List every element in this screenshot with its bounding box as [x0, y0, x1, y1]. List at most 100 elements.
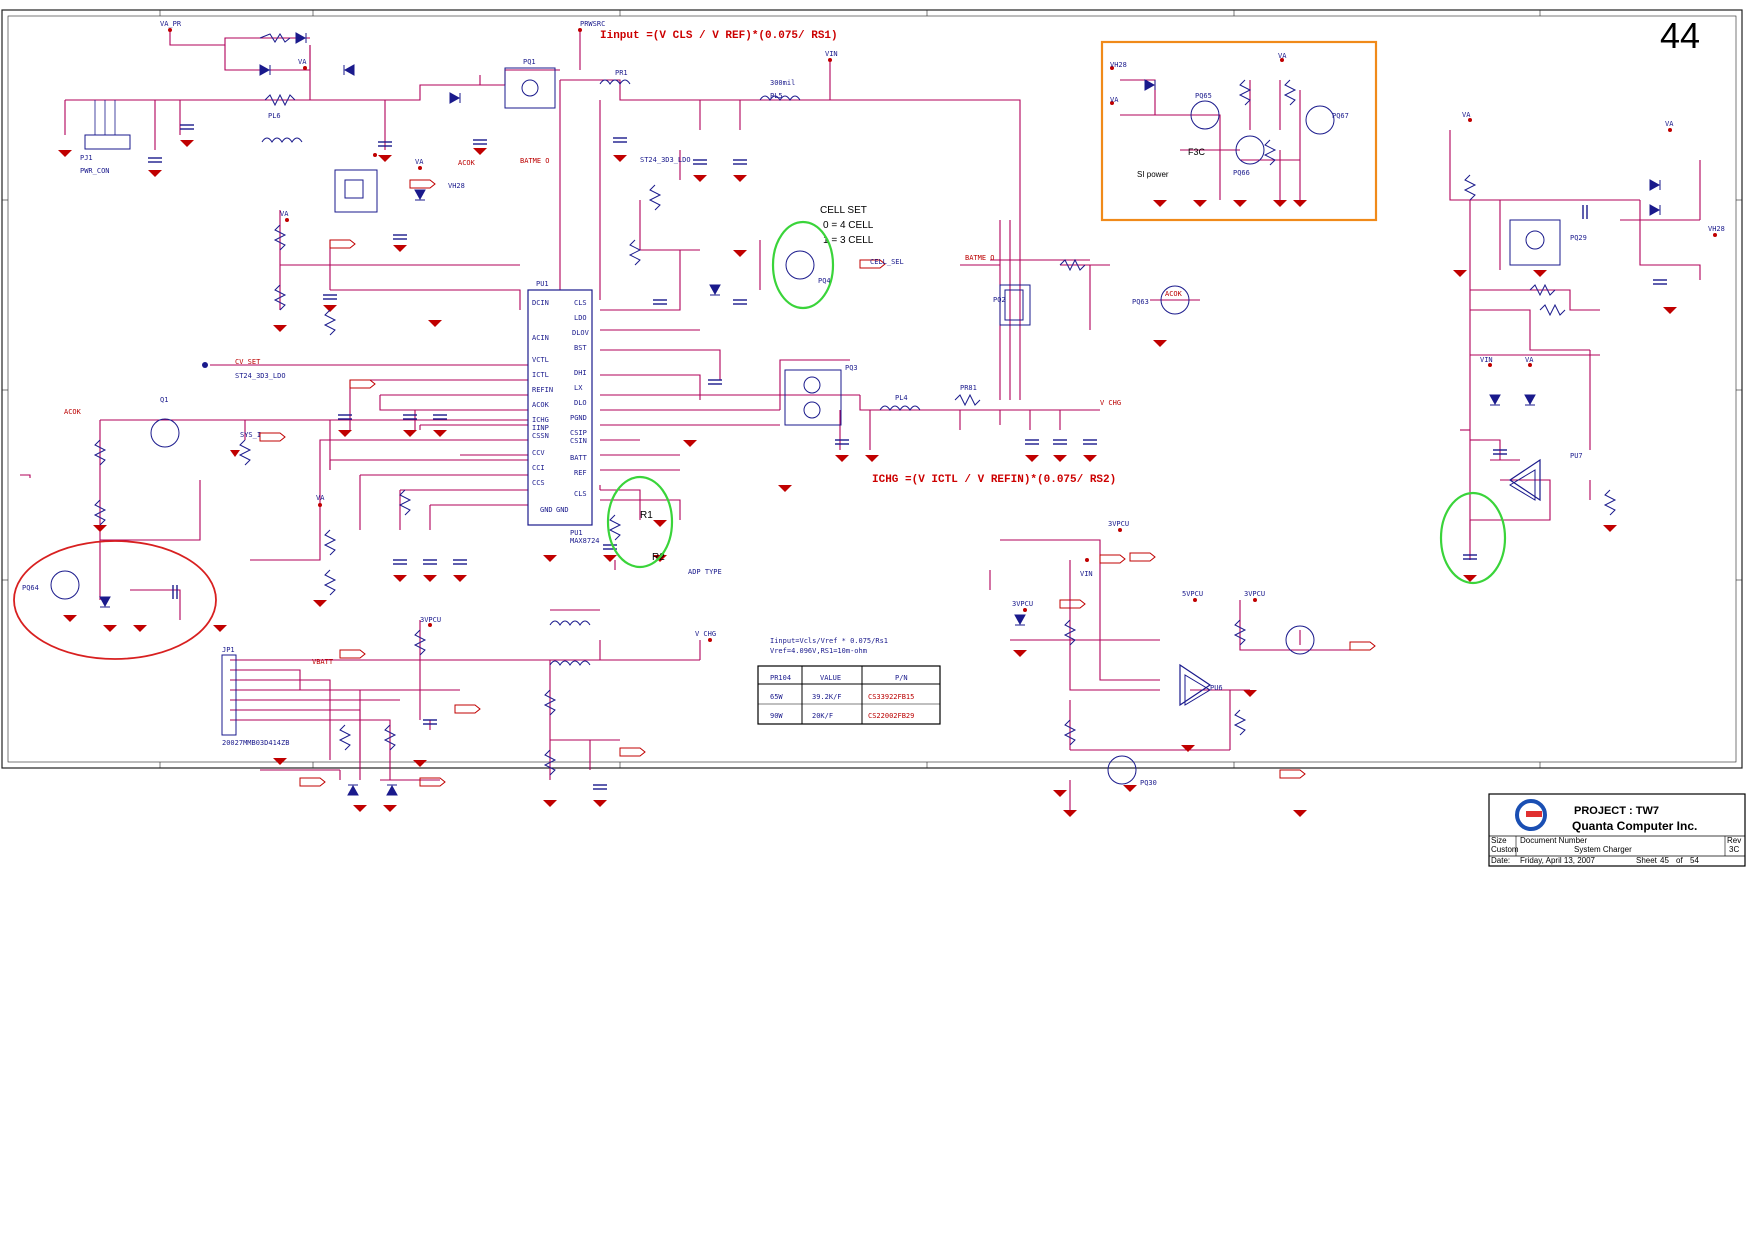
- rail-st24-3d3-left: ST24_3D3_LDO: [235, 372, 286, 380]
- bom-cell: 39.2K/F: [812, 693, 842, 701]
- svg-text:DLO: DLO: [574, 399, 587, 407]
- note-iinput-calc-2: Vref=4.096V,RS1=10m-ohm: [770, 647, 867, 655]
- pj1-ref: PJ1: [80, 154, 93, 162]
- net-batme-right: BATME O: [965, 254, 995, 262]
- svg-text:CSIN: CSIN: [570, 437, 587, 445]
- svg-text:ACOK: ACOK: [532, 401, 550, 409]
- net-cvset: CV SET: [235, 358, 261, 366]
- wires: [20, 30, 1701, 810]
- sheet-frame: [1, 9, 1743, 769]
- bom-cell: CS22002FB29: [868, 712, 914, 720]
- bom-table: PR104 VALUE P/N 65W 39.2K/F CS33922FB15 …: [757, 665, 941, 725]
- title-of-label: of: [1676, 856, 1683, 865]
- svg-text:LDO: LDO: [574, 314, 587, 322]
- rail-vh28-orange: VH28: [1110, 61, 1127, 69]
- title-date-value: Friday, April 13, 2007: [1520, 856, 1596, 865]
- svg-text:CSSN: CSSN: [532, 432, 549, 440]
- quanta-logo: [1515, 799, 1547, 831]
- rail-vbatt: VBATT: [312, 658, 334, 666]
- note-r1: R1: [640, 510, 653, 521]
- note-cell-set-0: 0 = 4 CELL: [823, 220, 874, 231]
- rail-va-orange-2: VA: [1278, 52, 1287, 60]
- ref-pl5: PL5: [770, 92, 783, 100]
- net-cell-sel: CELL_SEL: [870, 258, 904, 266]
- rail-vh28-mid: VH28: [448, 182, 465, 190]
- rail-va-orange: VA: [1110, 96, 1119, 104]
- ref-pq67: PQ67: [1332, 112, 1349, 120]
- highlight-orange-box: [1100, 40, 1378, 222]
- ref-pu6: PU6: [1210, 684, 1223, 692]
- formula-ichg: ICHG =(V ICTL / V REFIN)*(0.075/ RS2): [872, 474, 1116, 486]
- rail-3vpcu-mid: 3VPCU: [1108, 520, 1129, 528]
- rail-va-right-3: VA: [1525, 356, 1534, 364]
- title-of-value: 54: [1690, 856, 1699, 865]
- net-acok-right: ACOK: [1165, 290, 1183, 298]
- net-batme: BATME O: [520, 157, 550, 165]
- bom-header-2: P/N: [895, 674, 908, 682]
- svg-text:REFIN: REFIN: [532, 386, 553, 394]
- capacitors: [148, 124, 1667, 790]
- bom-cell: 90W: [770, 712, 783, 720]
- ref-pl6: PL6: [268, 112, 281, 120]
- ref-pl4: PL4: [895, 394, 908, 402]
- title-size-label: Size: [1491, 836, 1507, 845]
- rail-5vpcu: 5VPCU: [1182, 590, 1203, 598]
- title-sheet-value: 45: [1660, 856, 1669, 865]
- rail-va-pr: VA_PR: [160, 20, 182, 28]
- ref-pq66: PQ66: [1233, 169, 1250, 177]
- title-block: PROJECT : TW7 Quanta Computer Inc. Size …: [1488, 793, 1746, 867]
- rail-st24-3d3: ST24_3D3_LDO: [640, 156, 691, 164]
- highlight-red-left: [13, 540, 217, 660]
- title-rev-value: 3C: [1729, 845, 1739, 854]
- rail-va-right-2: VA: [1665, 120, 1674, 128]
- sheet-number: 44: [1660, 15, 1700, 56]
- rail-va-left: VA: [280, 210, 289, 218]
- svg-text:CCV: CCV: [532, 449, 545, 457]
- net-flags: [259, 179, 1376, 787]
- ref-pq29: PQ29: [1570, 234, 1587, 242]
- svg-text:ICHG: ICHG: [532, 416, 549, 424]
- sheet-inner-frame: [7, 15, 1737, 763]
- svg-text:ICTL: ICTL: [532, 371, 549, 379]
- rail-3vpcu-left: 3VPCU: [420, 616, 441, 624]
- rail-va-mid: VA: [415, 158, 424, 166]
- ref-pq30: PQ30: [1140, 779, 1157, 787]
- ic-part-max8724: MAX8724: [570, 537, 600, 545]
- svg-text:DHI: DHI: [574, 369, 587, 377]
- svg-text:DLOV: DLOV: [572, 329, 590, 337]
- net-acok-mid: ACOK: [458, 159, 476, 167]
- ic-ref-pu1: PU1: [570, 529, 583, 537]
- rail-3vpcu-right: 3VPCU: [1244, 590, 1265, 598]
- ref-pq1: PQ1: [523, 58, 536, 66]
- highlight-green-r1r2: [606, 475, 674, 569]
- ref-pq65: PQ65: [1195, 92, 1212, 100]
- rail-pwrsrc: PRWSRC: [580, 20, 605, 28]
- component-refs: PQ1 PQ2 PQ3 PQ4 Q1 PU6 PU7 PQ29 PQ30 PQ6…: [22, 58, 1587, 787]
- note-current: 300mil: [770, 79, 795, 87]
- ref-q1: Q1: [160, 396, 168, 404]
- svg-text:IINP: IINP: [532, 424, 549, 432]
- frame-ticks: [2, 10, 1742, 768]
- net-sys-i: SYS_I: [240, 431, 261, 439]
- title-sheet-label: Sheet: [1636, 856, 1658, 865]
- ref-pq63: PQ63: [1132, 298, 1149, 306]
- bom-cell: 65W: [770, 693, 783, 701]
- rail-vin-mid: VIN: [1080, 570, 1093, 578]
- bom-header-0: PR104: [770, 674, 791, 682]
- svg-text:CCS: CCS: [532, 479, 545, 487]
- svg-text:PGND: PGND: [570, 414, 587, 422]
- jp1-ref: JP1: [222, 646, 235, 654]
- title-size-value: Custom: [1491, 845, 1519, 854]
- rail-vin-top: VIN: [825, 50, 838, 58]
- rail-va-top: VA: [298, 58, 307, 66]
- rail-vh28-right: VH28: [1708, 225, 1725, 233]
- rail-3vpcu-mid-2: 3VPCU: [1012, 600, 1033, 608]
- note-si-power: SI power: [1137, 170, 1169, 179]
- ref-pu7: PU7: [1570, 452, 1583, 460]
- ref-pq64: PQ64: [22, 584, 39, 592]
- title-company: Quanta Computer Inc.: [1572, 819, 1697, 833]
- note-iinput-calc-1: Iinput=Vcls/Vref * 0.075/Rs1: [770, 637, 888, 645]
- ref-pq2: PQ2: [993, 296, 1006, 304]
- opamps: [1179, 458, 1541, 707]
